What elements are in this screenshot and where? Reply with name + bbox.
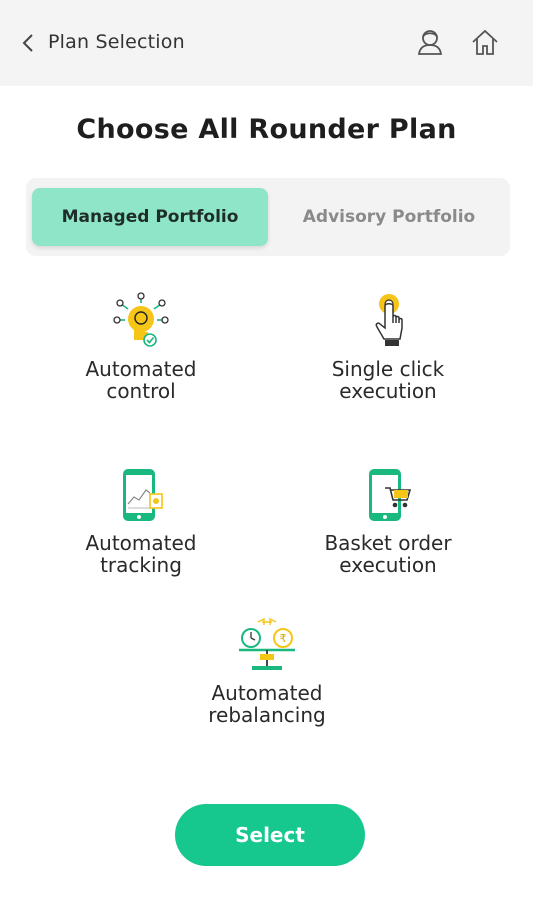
portfolio-tabs: Managed Portfolio Advisory Portfolio [26, 178, 510, 256]
feature-label: Automated tracking [85, 531, 197, 577]
profile-button[interactable] [414, 26, 446, 58]
tab-managed-portfolio[interactable]: Managed Portfolio [32, 188, 268, 246]
phone-cart-icon [369, 469, 412, 521]
app-header: Plan Selection [0, 0, 533, 86]
feature-automated-rebalancing: ₹ Automated rebalancing [157, 614, 377, 726]
header-title: Plan Selection [48, 31, 185, 53]
feature-label: Automated control [85, 357, 197, 403]
svg-text:₹: ₹ [280, 632, 287, 645]
home-icon [472, 29, 498, 55]
feature-label: Basket order execution [324, 531, 452, 577]
chevron-left-icon [22, 34, 33, 52]
lightbulb-head-icon [113, 292, 169, 347]
phone-chart-icon [123, 469, 163, 521]
page-title: Choose All Rounder Plan [76, 114, 457, 145]
finger-tap-icon [375, 294, 403, 346]
back-button[interactable] [18, 30, 38, 56]
feature-label: Automated rebalancing [208, 681, 326, 727]
home-button[interactable] [469, 26, 501, 58]
feature-single-click-execution: Single click execution [278, 290, 498, 402]
select-button[interactable]: Select [175, 804, 365, 866]
feature-label: Single click execution [331, 357, 445, 403]
feature-automated-control: Automated control [31, 290, 251, 402]
tab-advisory-portfolio[interactable]: Advisory Portfolio [302, 207, 476, 227]
feature-automated-tracking: Automated tracking [31, 464, 251, 576]
user-icon [417, 30, 443, 55]
balance-scale-icon: ₹ [239, 617, 295, 670]
feature-basket-order-execution: Basket order execution [278, 464, 498, 576]
